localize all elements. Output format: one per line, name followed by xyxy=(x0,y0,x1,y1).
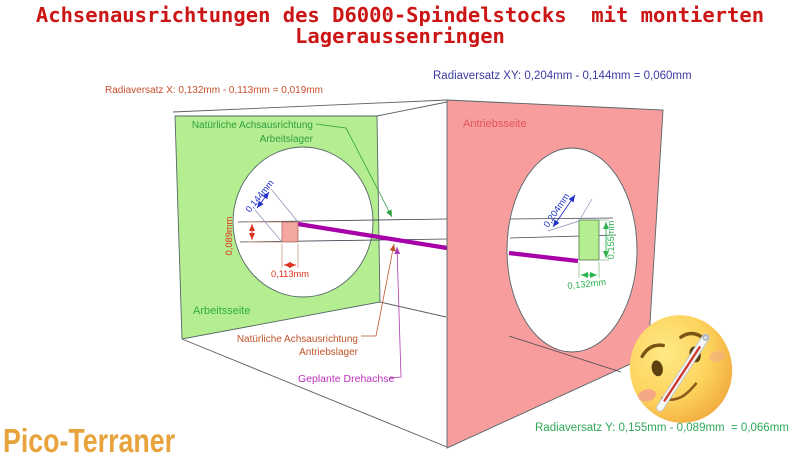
drive-bearing-axis-line xyxy=(239,238,448,243)
planned-axis-line-near xyxy=(297,221,448,251)
title-line1: Achsenausrichtungen des D6000-Spindelsto… xyxy=(35,3,765,27)
thermometer-mercury xyxy=(663,346,701,402)
planned-axis-line-far xyxy=(508,250,579,264)
planned-axis-label: Geplante Drehachse xyxy=(298,373,394,385)
face-with-thermometer-icon xyxy=(629,315,733,423)
drive-axis-label-line2: Antriebslager xyxy=(299,347,359,358)
emoji-left-eye xyxy=(651,360,663,377)
box-edge-through-hole xyxy=(508,335,622,373)
drive-bearing-offset-rect xyxy=(578,219,600,261)
work-diagonal-dim-arrow xyxy=(256,191,270,209)
page-title: Achsenausrichtungen des D6000-Spindelsto… xyxy=(0,5,800,47)
drive-axis-leader xyxy=(361,243,396,337)
drive-dim-extension-lines xyxy=(578,219,609,278)
drive-vertical-dim-label: 0,155mm xyxy=(606,220,616,259)
work-bearing-offset-square xyxy=(281,221,299,243)
box-edge-top-near xyxy=(376,101,448,117)
watermark: Pico-Terraner xyxy=(3,422,175,459)
box-wireframe xyxy=(172,99,448,448)
radial-offset-x-annotation: Radiaversatz X: 0,132mm - 0,113mm = 0,01… xyxy=(105,85,323,96)
planned-axis-leader xyxy=(388,246,402,379)
work-side-bore-hole xyxy=(232,146,374,298)
emoji-right-blush xyxy=(709,350,726,363)
drive-horizontal-dim-label: 0,132mm xyxy=(567,277,607,291)
thermometer-tip-highlight xyxy=(704,336,707,340)
work-bearing-axis-line xyxy=(237,218,448,223)
emoji-left-brow xyxy=(640,343,665,359)
box-edge-bottom-near xyxy=(181,338,448,448)
work-axis-label-line1: Natürliche Achsausrichtung xyxy=(192,120,313,131)
box-edge-bottom-far xyxy=(379,301,447,318)
title-line2: Lageraussenringen xyxy=(295,24,505,48)
work-side-label: Arbeitsseite xyxy=(193,305,250,317)
work-axis-leader xyxy=(315,123,393,218)
box-edge-top-far xyxy=(172,99,448,113)
natural-axes-near xyxy=(237,218,448,243)
work-horizontal-dim-label: 0,113mm xyxy=(271,269,309,279)
drive-axis-label-line1: Natürliche Achsausrichtung xyxy=(237,334,358,345)
emoji-left-blush xyxy=(638,389,656,402)
work-axis-label-line2: Arbeitslager xyxy=(260,134,314,145)
radial-offset-xy-annotation: Radiaversatz XY: 0,204mm - 0,144mm = 0,0… xyxy=(433,70,692,82)
drive-side-bore-hole xyxy=(506,147,638,353)
drive-side-label: Antriebsseite xyxy=(463,118,527,130)
radial-offset-y-annotation: Radiaversatz Y: 0,155mm - 0,089mm = 0,06… xyxy=(535,422,789,434)
work-diag-extension-lines xyxy=(254,188,299,243)
work-vertical-dim-label: 0,089mm xyxy=(224,216,234,255)
emoji-right-brow xyxy=(679,331,705,340)
drive-diagonal-dim-arrow xyxy=(552,194,576,228)
